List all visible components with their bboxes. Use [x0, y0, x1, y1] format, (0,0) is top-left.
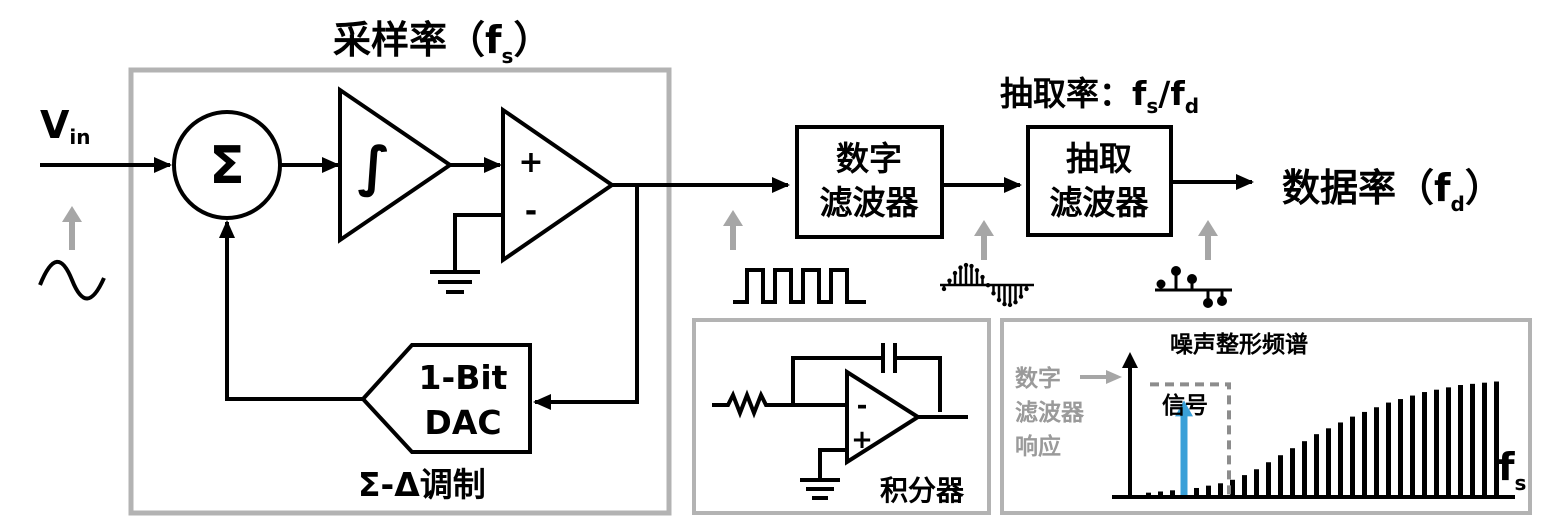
- filter-response-line2: 滤波器: [1015, 400, 1085, 426]
- integrator-block: [338, 86, 454, 244]
- spectrum-bar: [1326, 428, 1331, 495]
- spectrum-bar: [1386, 402, 1391, 495]
- noise-spectrum-plot: fs 信号: [1112, 352, 1526, 499]
- sample-dot: [952, 270, 958, 276]
- sample-dot: [969, 263, 974, 269]
- decimated-samples-icon: [1155, 266, 1232, 308]
- comparator-ground: [430, 213, 503, 294]
- bitstream-gray-arrow: [723, 210, 743, 250]
- signal-label: 信号: [1162, 392, 1208, 419]
- spectrum-y-axis-arrowhead: [1122, 352, 1138, 368]
- noise-spectrum-title: 噪声整形频谱: [1170, 331, 1308, 358]
- spectrum-bar: [1146, 492, 1151, 495]
- spectrum-bar: [1446, 387, 1451, 495]
- digital-filter-block: [795, 125, 944, 239]
- integrator-detail-frame: [692, 318, 991, 515]
- fs-axis-label: fs: [1498, 445, 1526, 495]
- modulator-frame: [128, 67, 672, 516]
- signal-arrowhead: [1175, 400, 1193, 417]
- decimation-filter-block: [1026, 125, 1173, 237]
- spectrum-bar: [1206, 485, 1211, 495]
- modulation-label: Σ-Δ调制: [358, 465, 486, 504]
- integrator-circuit: [712, 343, 968, 500]
- dac-label-line1: 1-Bit: [419, 358, 508, 397]
- sum-symbol: Σ: [209, 136, 245, 196]
- spectrum-bar: [1254, 469, 1259, 495]
- sample-dot: [963, 262, 969, 268]
- decimation-rate-label: 抽取率：fs/fd: [1000, 74, 1199, 118]
- input-gray-arrow: [62, 206, 82, 250]
- sample-dot: [974, 268, 980, 273]
- integrator-title: 积分器: [880, 474, 965, 507]
- spectrum-bar: [1410, 395, 1415, 495]
- spectrum-bar: [1470, 383, 1475, 495]
- sample-dot: [947, 278, 952, 283]
- spectrum-bar: [1302, 441, 1307, 495]
- spectrum-bar: [1434, 389, 1439, 495]
- spectrum-bar: [1458, 385, 1463, 495]
- spectrum-bar: [1158, 491, 1163, 495]
- sample-dot: [1013, 300, 1018, 305]
- sample-dot: [1024, 286, 1029, 292]
- sample-dot: [1007, 302, 1013, 308]
- spectrum-bar: [1278, 455, 1283, 495]
- sample-dot: [941, 286, 947, 292]
- spectrum-bar: [1314, 434, 1319, 495]
- filter-response-line3: 响应: [1015, 433, 1061, 460]
- sample-dot: [980, 274, 985, 280]
- spectrum-bar: [1170, 490, 1175, 495]
- sample-dot: [991, 291, 996, 296]
- sample-dot: [1018, 294, 1024, 299]
- spectrum-bar: [1398, 399, 1403, 495]
- spectrum-bar: [1218, 483, 1223, 495]
- integrator-opamp-minus: -: [857, 391, 868, 421]
- sampled-wave-icon: [940, 262, 1034, 308]
- data-rate-label: 数据率（fd）: [1282, 166, 1503, 216]
- spectrum-bar: [1338, 422, 1343, 495]
- decim-filter-line2: 滤波器: [1050, 183, 1150, 222]
- noise-spectrum-frame: [1000, 318, 1532, 515]
- spectrum-bar: [1290, 448, 1295, 495]
- feedback-left-line: [219, 220, 363, 401]
- spectrum-bar: [1194, 487, 1199, 495]
- spectrum-bar: [1362, 411, 1367, 495]
- integrator-opamp-plus: +: [851, 425, 873, 455]
- spectrum-bar: [1242, 475, 1247, 495]
- spectrum-bar: [1494, 381, 1499, 495]
- decimated-gray-arrow: [1198, 220, 1218, 260]
- spectrum-bar: [1422, 392, 1427, 495]
- sample-dot: [1002, 301, 1007, 307]
- digital-filter-line1: 数字: [836, 139, 902, 178]
- vin-label: Vin: [40, 103, 91, 149]
- spectrum-bars: [1146, 381, 1499, 495]
- filter-passband-dashed: [1150, 382, 1231, 495]
- spectrum-bar: [1266, 462, 1271, 495]
- comparator-minus: -: [525, 194, 537, 229]
- pulse-train-icon: [733, 268, 866, 304]
- spectrum-bar: [1374, 407, 1379, 495]
- spectrum-bar: [1230, 479, 1235, 495]
- dac-label-line2: DAC: [424, 403, 501, 442]
- sample-dot: [958, 265, 963, 270]
- filter-response-line1: 数字: [1015, 365, 1061, 392]
- spectrum-bar: [1482, 382, 1487, 495]
- sample-rate-label: 采样率（fs）: [333, 18, 551, 68]
- decim-filter-line1: 抽取: [1066, 139, 1132, 178]
- dac-block: [360, 343, 532, 454]
- digital-filter-line2: 滤波器: [820, 183, 920, 222]
- filter-response-arrow: [1080, 370, 1122, 384]
- feedback-right-line: [533, 185, 639, 410]
- comparator-plus: +: [518, 145, 543, 180]
- comparator-block: [501, 106, 616, 264]
- sample-dot: [996, 297, 1002, 303]
- spectrum-bar: [1350, 416, 1355, 495]
- integrator-symbol: ∫: [358, 135, 391, 198]
- filtered-gray-arrow: [974, 220, 994, 260]
- sine-wave-icon: [38, 259, 106, 301]
